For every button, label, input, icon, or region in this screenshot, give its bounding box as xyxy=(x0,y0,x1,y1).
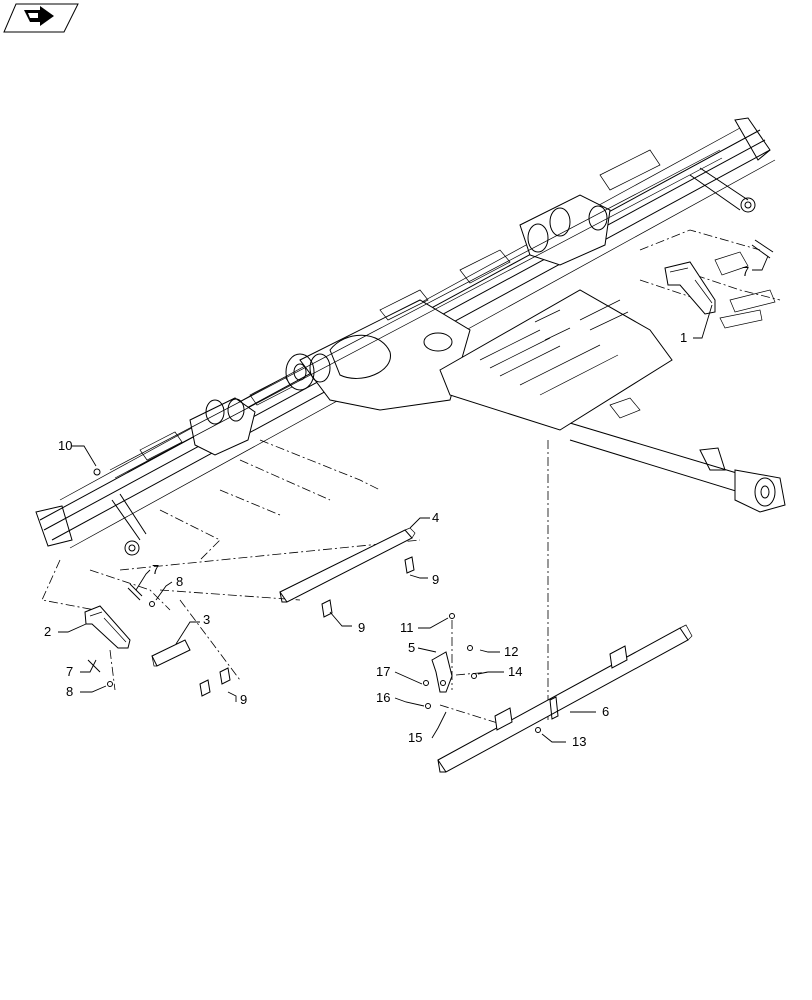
arrow-icon xyxy=(24,6,54,26)
part-4-tube xyxy=(279,527,416,603)
main-frame xyxy=(35,117,786,556)
part-5-bracket xyxy=(431,651,453,693)
callout-7-right: 7 xyxy=(742,264,749,279)
callout-labels: 1 7 10 4 9 9 7 8 3 2 7 8 9 11 5 12 14 17… xyxy=(44,264,749,749)
callout-14: 14 xyxy=(508,664,522,679)
callout-9-middle: 9 xyxy=(358,620,365,635)
callout-5: 5 xyxy=(408,640,415,655)
left-fasteners xyxy=(87,468,155,687)
callout-16: 16 xyxy=(376,690,390,705)
nav-badge[interactable] xyxy=(3,3,79,33)
part-7-pin-right xyxy=(751,239,774,259)
callout-1: 1 xyxy=(680,330,687,345)
part-3-tube xyxy=(151,639,191,667)
callout-15: 15 xyxy=(408,730,422,745)
callout-6: 6 xyxy=(602,704,609,719)
small-hardware xyxy=(423,613,541,733)
callout-7-left-top: 7 xyxy=(152,562,159,577)
part-1-bracket xyxy=(664,251,776,329)
callout-10: 10 xyxy=(58,438,72,453)
callout-4: 4 xyxy=(432,510,439,525)
callout-9-bottom: 9 xyxy=(240,692,247,707)
callout-8-left-top: 8 xyxy=(176,574,183,589)
callout-13: 13 xyxy=(572,734,586,749)
callout-17: 17 xyxy=(376,664,390,679)
callout-11: 11 xyxy=(400,620,414,635)
part-9-tabs xyxy=(199,556,415,697)
part-2-bracket xyxy=(84,605,131,649)
leader-lines xyxy=(58,255,769,743)
callout-12: 12 xyxy=(504,644,518,659)
projection-lines xyxy=(41,229,781,731)
callout-3: 3 xyxy=(203,612,210,627)
callout-9-top: 9 xyxy=(432,572,439,587)
callout-2: 2 xyxy=(44,624,51,639)
part-6-beam xyxy=(437,624,693,773)
callout-8-left-bottom: 8 xyxy=(66,684,73,699)
callout-7-left-bottom: 7 xyxy=(66,664,73,679)
